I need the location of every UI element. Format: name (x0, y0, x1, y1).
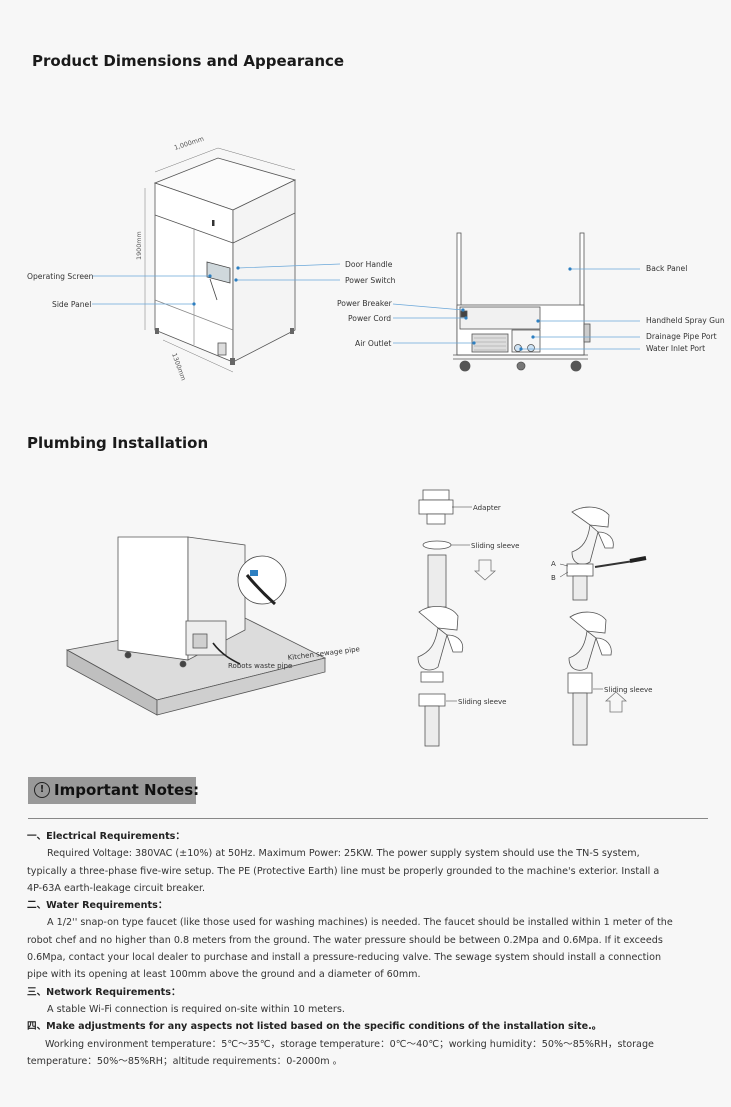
important-notes-banner (28, 777, 196, 804)
label-operating-screen: Operating Screen (27, 272, 94, 281)
label-back-panel: Back Panel (646, 264, 687, 273)
label-robot-waste-pipe: Robots waste pipe (228, 662, 292, 670)
front-machine-drawing (144, 147, 297, 373)
label-sliding-sleeve-2: Sliding sleeve (458, 698, 506, 706)
notes-divider (28, 818, 708, 819)
back-callout-lines (392, 268, 640, 350)
notes-body: 一、Electrical Requirements： Required Volt… (27, 828, 677, 1070)
diagram-canvas: 1,000mm 1900mm 1300mm Operating Screen S… (27, 135, 725, 747)
back-callout-dots (461, 267, 572, 351)
label-sliding-sleeve-3: Sliding sleeve (604, 686, 652, 694)
label-air-outlet: Air Outlet (355, 339, 391, 348)
depth-dimension-label: 1300mm (170, 352, 187, 382)
label-handheld-spray-gun: Handheld Spray Gun (646, 316, 725, 325)
adjust-heading: 四、Make adjustments for any aspects not l… (27, 1021, 602, 1033)
electrical-body: Required Voltage: 380VAC (±10%) at 50Hz.… (27, 845, 677, 897)
exclamation-circle-icon: ! (34, 782, 50, 798)
step2-faucet-drawing (559, 506, 647, 601)
section-title-plumbing: Plumbing Installation (27, 434, 209, 452)
label-point-b: B (551, 574, 556, 582)
section-title-dimensions: Product Dimensions and Appearance (32, 52, 345, 70)
label-sliding-sleeve-1: Sliding sleeve (471, 542, 519, 550)
label-water-inlet-port: Water Inlet Port (646, 344, 705, 353)
label-side-panel: Side Panel (52, 300, 91, 309)
plumbing-machine-drawing (65, 536, 327, 716)
electrical-body-text: Required Voltage: 380VAC (±10%) at 50Hz.… (27, 848, 660, 894)
label-door-handle: Door Handle (345, 260, 393, 269)
front-callout-lines (92, 263, 341, 305)
label-power-cord: Power Cord (348, 314, 391, 323)
step4-faucet-drawing (567, 611, 628, 746)
back-machine-drawing (453, 232, 591, 372)
label-power-switch: Power Switch (345, 276, 396, 285)
step3-faucet-drawing (417, 606, 464, 747)
step1-callouts (451, 506, 472, 546)
network-heading: 三、Network Requirements： (27, 986, 181, 998)
important-notes-title: Important Notes: (54, 781, 200, 799)
water-body: A 1/2'' snap-on type faucet (like those … (27, 917, 673, 981)
label-adapter: Adapter (473, 504, 501, 512)
network-body: A stable Wi-Fi connection is required on… (47, 1003, 345, 1015)
label-power-breaker: Power Breaker (337, 299, 393, 308)
step1-adapter-drawing (418, 489, 497, 608)
label-point-a: A (551, 560, 556, 568)
height-dimension-label: 1900mm (135, 231, 143, 260)
water-heading: 二、Water Requirements： (27, 900, 168, 912)
environment-body: Working environment temperature：5℃～35℃，s… (27, 1038, 654, 1067)
width-dimension-label: 1,000mm (173, 135, 205, 152)
front-callout-dots (192, 266, 240, 306)
electrical-heading: 一、Electrical Requirements： (27, 831, 185, 842)
label-drainage-pipe-port: Drainage Pipe Port (646, 332, 717, 341)
